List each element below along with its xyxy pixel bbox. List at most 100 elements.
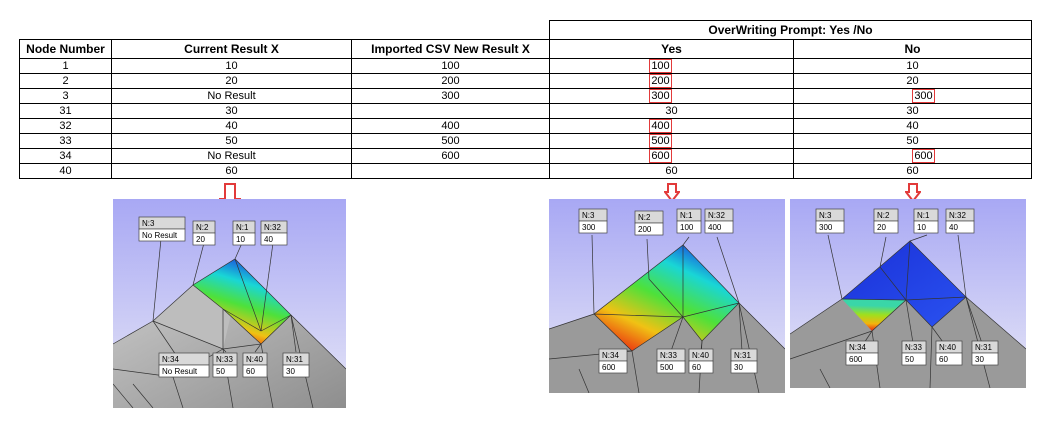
cell-imported-result: 300 — [351, 88, 550, 104]
col-yes: Yes — [549, 39, 794, 59]
node-value-text: 40 — [949, 223, 958, 232]
overwrite-prompt-header: OverWriting Prompt: Yes /No — [549, 20, 1032, 40]
cell-value: No Result — [207, 150, 256, 162]
cell-value: 3 — [62, 90, 69, 102]
node-label: N:110 — [913, 208, 939, 234]
node-value-text: 300 — [582, 223, 596, 232]
cell-no-result: 600 — [793, 148, 1032, 164]
cell-imported-result: 400 — [351, 118, 550, 134]
cell-node-number: 33 — [19, 133, 112, 149]
cell-value: 30 — [225, 105, 238, 117]
cell-imported-result: 500 — [351, 133, 550, 149]
cell-no-result: 10 — [793, 58, 1032, 74]
cell-current-result: 20 — [111, 73, 352, 89]
cell-value: 20 — [906, 75, 919, 87]
cell-no-result: 20 — [793, 73, 1032, 89]
highlighted-value: 600 — [912, 149, 935, 163]
cell-value: 500 — [441, 135, 460, 147]
node-value-text: 30 — [286, 367, 295, 376]
node-label: N:31 30 — [282, 352, 310, 378]
cell-current-result: 60 — [111, 163, 352, 179]
down-arrow-icon — [664, 183, 680, 203]
node-label: N:220 — [192, 220, 216, 246]
cell-value: 200 — [441, 75, 460, 87]
comparison-table: OverWriting Prompt: Yes /No Node Number … — [19, 20, 1032, 179]
node-label: N:110 — [232, 220, 256, 246]
cell-yes-result: 400 — [549, 118, 794, 134]
node-id-text: N:1 — [917, 211, 930, 220]
cell-imported-result: 600 — [351, 148, 550, 164]
node-id-text: N:3 — [142, 219, 155, 228]
cell-yes-result: 30 — [549, 103, 794, 119]
node-label: N:40 60 — [688, 348, 714, 374]
node-id-text: N:1 — [680, 211, 693, 220]
col-no: No — [793, 39, 1032, 59]
node-value-text: 600 — [849, 355, 863, 364]
node-value-text: 50 — [216, 367, 225, 376]
cell-value: 30 — [665, 105, 678, 117]
node-id-text: N:32 — [264, 223, 281, 232]
cell-value: 100 — [441, 60, 460, 72]
cell-value: 34 — [59, 150, 72, 162]
highlighted-value: 400 — [649, 119, 672, 133]
node-id-text: N:31 — [734, 351, 751, 360]
cell-value: 60 — [906, 165, 919, 177]
node-value-text: 600 — [602, 363, 616, 372]
highlighted-value: 100 — [649, 59, 672, 73]
cell-value: No Result — [207, 90, 256, 102]
node-id-text: N:32 — [708, 211, 725, 220]
header-row: Node Number Current Result X Imported CS… — [19, 39, 1032, 59]
cell-node-number: 32 — [19, 118, 112, 134]
node-value-text: 400 — [708, 223, 722, 232]
node-id-text: N:31 — [286, 355, 303, 364]
cell-value: 40 — [59, 165, 72, 177]
node-value-text: 60 — [692, 363, 701, 372]
col-current-result: Current Result X — [111, 39, 352, 59]
node-value-text: No Result — [162, 367, 198, 376]
cell-value: 300 — [441, 90, 460, 102]
cell-value: 600 — [441, 150, 460, 162]
node-value-text: 60 — [939, 355, 948, 364]
cell-value: 60 — [225, 165, 238, 177]
node-id-text: N:2 — [877, 211, 890, 220]
cell-no-result: 60 — [793, 163, 1032, 179]
cell-node-number: 40 — [19, 163, 112, 179]
cell-yes-result: 300 — [549, 88, 794, 104]
node-id-text: N:32 — [949, 211, 966, 220]
node-id-text: N:40 — [939, 343, 956, 352]
node-id-text: N:33 — [660, 351, 677, 360]
cell-value: 33 — [59, 135, 72, 147]
node-id-text: N:1 — [236, 223, 249, 232]
cell-no-result: 300 — [793, 88, 1032, 104]
cell-node-number: 3 — [19, 88, 112, 104]
cell-no-result: 40 — [793, 118, 1032, 134]
cell-node-number: 31 — [19, 103, 112, 119]
cell-value: 40 — [906, 120, 919, 132]
node-id-text: N:2 — [638, 213, 651, 222]
col-node-number: Node Number — [19, 39, 112, 59]
cell-value: 2 — [62, 75, 69, 87]
cell-node-number: 2 — [19, 73, 112, 89]
node-value-text: 300 — [819, 223, 833, 232]
node-value-text: 20 — [877, 223, 886, 232]
node-value-text: 30 — [975, 355, 984, 364]
cell-node-number: 34 — [19, 148, 112, 164]
node-id-text: N:40 — [692, 351, 709, 360]
node-id-text: N:2 — [196, 223, 209, 232]
node-id-text: N:33 — [216, 355, 233, 364]
